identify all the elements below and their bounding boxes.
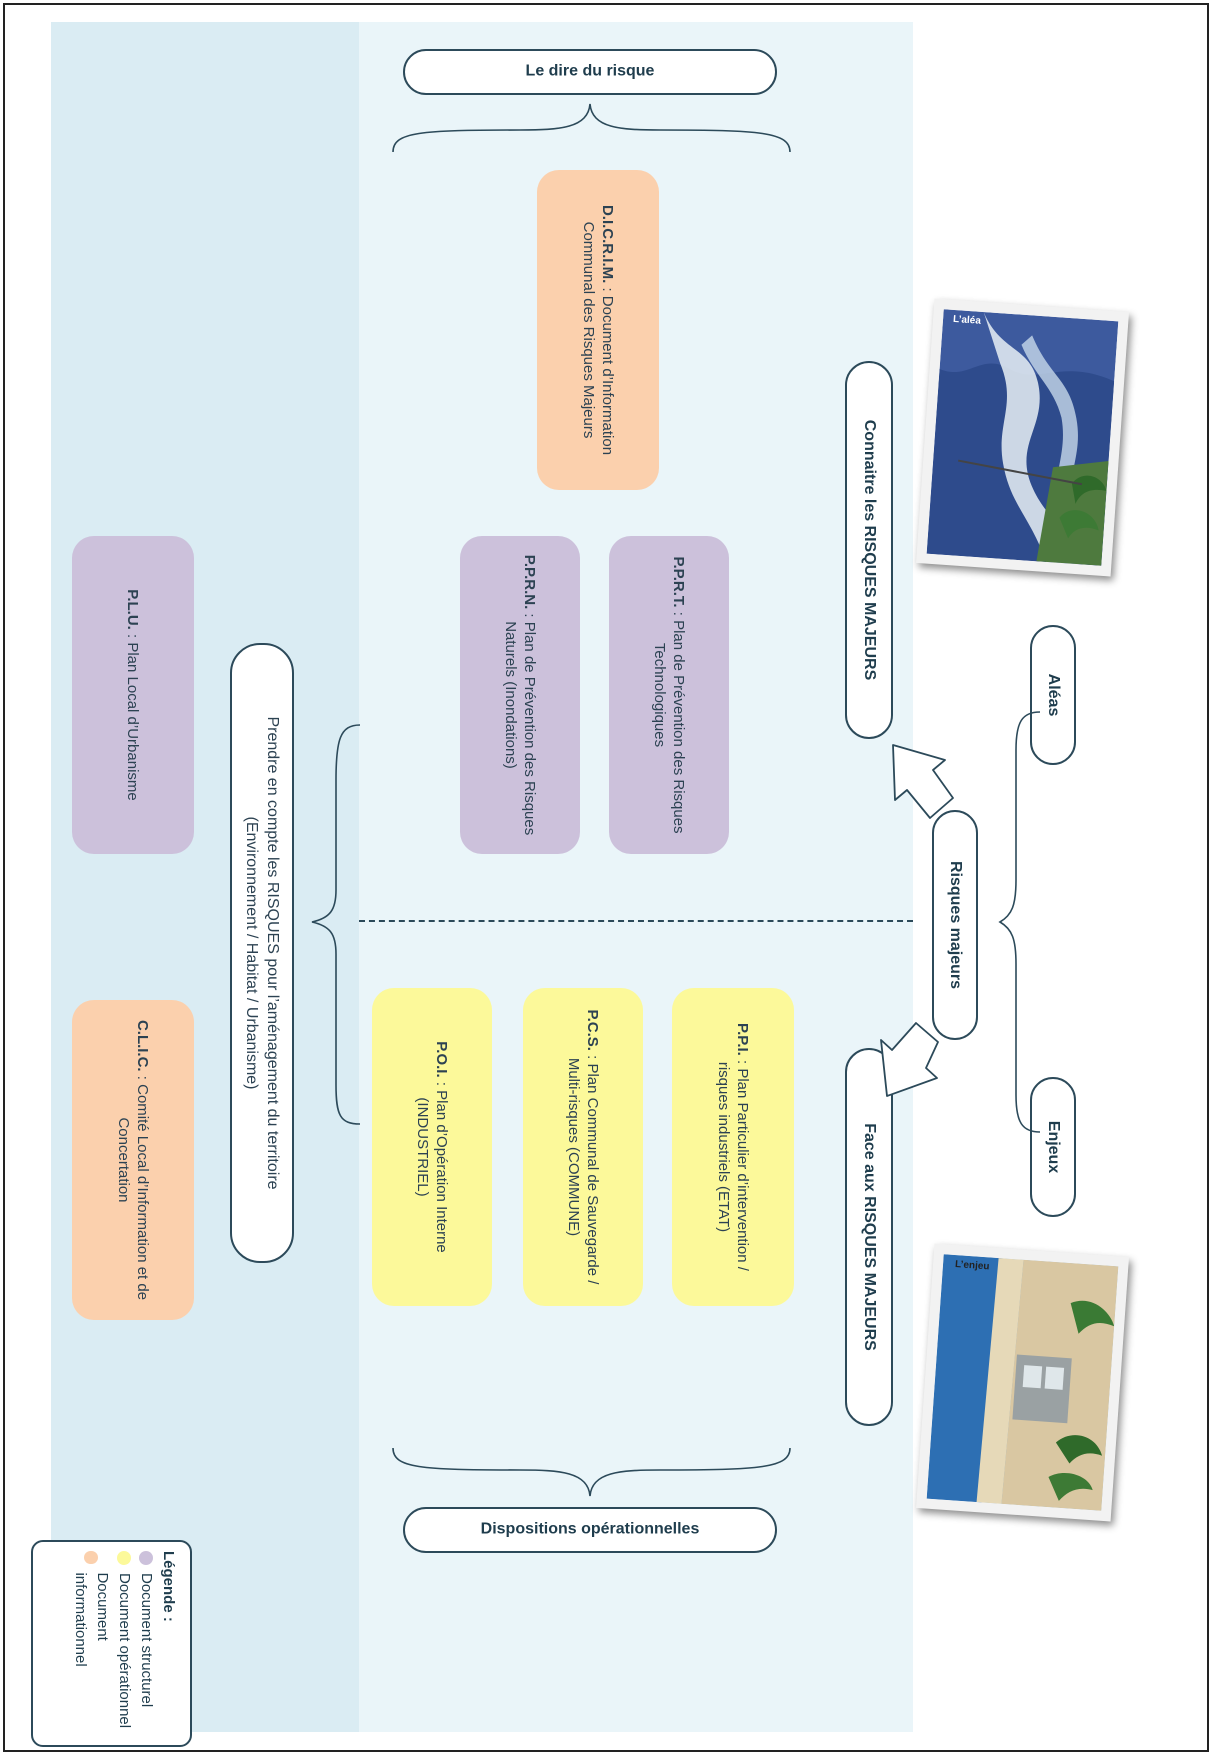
brace-prendre xyxy=(311,724,361,1125)
legend-item-operationnel: Document opérationnel xyxy=(113,1551,135,1728)
brace-dispositions xyxy=(392,1447,791,1497)
brace-dire-du-risque xyxy=(392,103,791,153)
photo-enjeu-label: L’enjeu xyxy=(954,1259,990,1273)
arrow-down xyxy=(880,1022,939,1097)
brace-aleas-enjeux xyxy=(998,711,1041,1133)
legend-item-informationnel: Document informationnel xyxy=(69,1551,113,1733)
legend-box: Légende : Document structurel Document o… xyxy=(31,1540,192,1747)
legend-swatch-operationnel xyxy=(117,1551,131,1565)
photo-alea: L’aléa xyxy=(915,298,1130,577)
legend-swatch-structurel xyxy=(139,1551,153,1565)
legend-swatch-informationnel xyxy=(84,1551,98,1565)
legend-title: Légende : xyxy=(160,1551,177,1622)
legend-item-structurel: Document structurel xyxy=(135,1551,157,1707)
dashed-divider xyxy=(359,920,913,922)
page-frame xyxy=(3,3,1209,1752)
photo-alea-label: L’aléa xyxy=(952,313,982,327)
photo-enjeu: L’enjeu xyxy=(915,1243,1130,1522)
territory-panel xyxy=(51,22,359,1732)
arrow-up xyxy=(892,744,954,819)
